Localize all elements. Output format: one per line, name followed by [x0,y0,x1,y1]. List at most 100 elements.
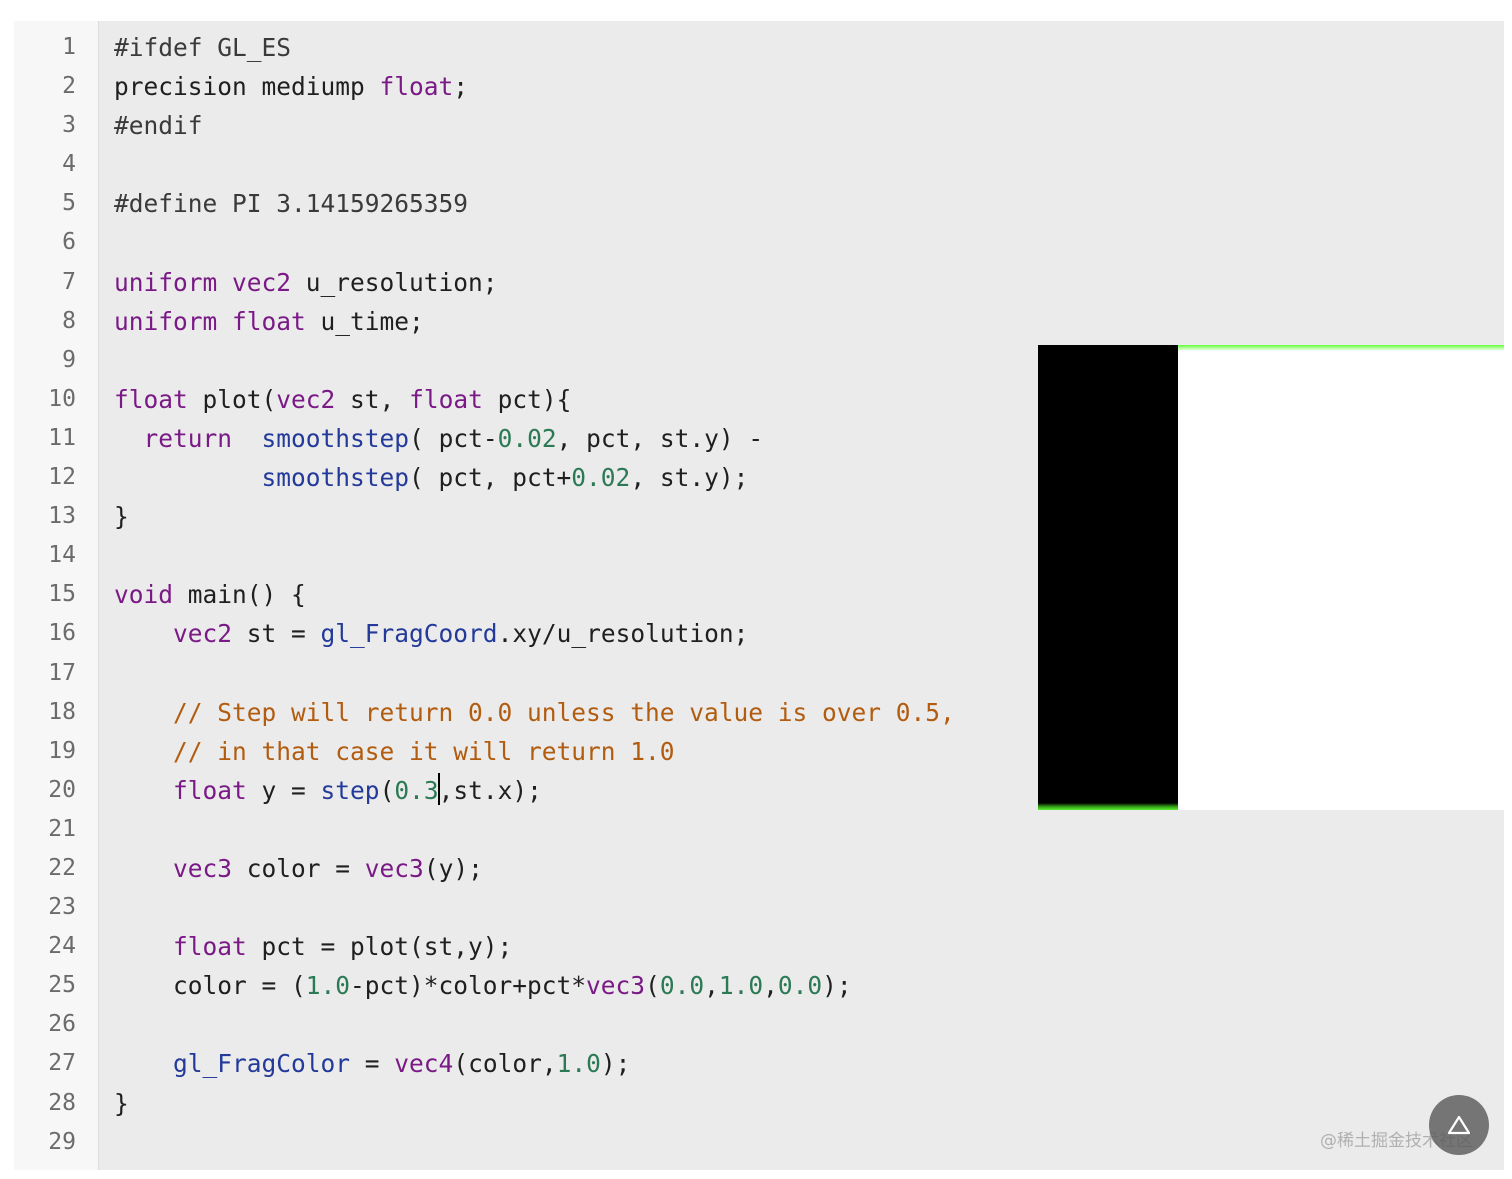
code-token: -pct)*color+pct* [350,971,587,1001]
code-line[interactable]: 29 [14,1123,1504,1162]
code-text[interactable]: return smoothstep( pct-0.02, pct, st.y) … [114,419,764,458]
code-token: ( pct- [409,423,498,453]
code-text[interactable]: void main() { [114,575,306,614]
line-number: 26 [48,1011,76,1038]
code-token: ( pct, pct+ [409,463,572,493]
code-token: vec2 [173,619,233,649]
code-lines[interactable]: 1#ifdef GL_ES 2 precision mediump float; 3 #… [14,28,1504,1162]
code-token: ,st.x); [438,775,542,805]
code-line[interactable]: 2 precision mediump float; [14,67,1504,106]
code-line[interactable]: 16 vec2 st = gl_FragCoord.xy/u_resolutio… [14,614,1504,653]
code-text[interactable]: color = (1.0-pct)*color+pct*vec3(0.0,1.0… [114,966,852,1005]
code-text[interactable]: // in that case it will return 1.0 [114,732,675,771]
step-black-region [1038,345,1178,810]
line-number: 19 [48,737,76,764]
code-token: gl_FragCoord [320,619,498,649]
code-token: return [143,423,233,453]
code-token: st, [335,384,410,414]
code-token: pct){ [482,384,572,414]
code-text[interactable]: vec3 color = vec3(y); [114,849,483,888]
code-text[interactable]: float y = step(0.3,st.x); [114,771,542,810]
code-line[interactable]: 3 #endif [14,106,1504,145]
code-token [217,307,232,336]
code-token: 0.02 [571,463,631,493]
line-number: 11 [48,424,76,451]
code-token: uniform [114,267,218,297]
code-text[interactable]: #endif [114,106,203,145]
code-token: , st.y); [630,463,749,493]
line-number: 10 [48,385,76,412]
code-line[interactable]: 23 [14,888,1504,927]
plot-line-bottom [1038,803,1178,810]
line-number: 13 [48,503,76,530]
code-token: } [114,1088,129,1118]
code-text[interactable]: vec2 st = gl_FragCoord.xy/u_resolution; [114,614,748,653]
line-number: 5 [62,190,76,217]
code-line[interactable]: 20 float y = step(0.3,st.x); [14,771,1504,810]
code-line[interactable]: 28} [14,1084,1504,1123]
code-line[interactable]: 27 gl_FragColor = vec4(color,1.0); [14,1044,1504,1083]
code-token: ( [379,775,395,805]
code-text[interactable]: } [114,1084,129,1123]
code-text[interactable]: // Step will return 0.0 unless the value… [114,693,955,732]
code-line[interactable]: 13} [14,497,1504,536]
code-line[interactable]: 4 [14,145,1504,184]
code-token: } [114,502,129,532]
code-token: , [704,971,719,1001]
code-token [114,737,173,766]
code-line[interactable]: 6 [14,223,1504,262]
code-token [114,463,262,492]
code-text[interactable]: float plot(vec2 st, float pct){ [114,380,571,419]
code-line[interactable]: 18 // Step will return 0.0 unless the va… [14,693,1504,732]
plot-line-top [1178,345,1504,351]
scroll-to-top-button[interactable] [1429,1095,1489,1155]
code-text[interactable]: gl_FragColor = vec4(color,1.0); [114,1044,630,1083]
code-line[interactable]: 25 color = (1.0-pct)*color+pct*vec3(0.0,… [14,966,1504,1005]
code-line[interactable]: 12 smoothstep( pct, pct+0.02, st.y); [14,458,1504,497]
code-token: 1.0 [556,1049,601,1079]
code-line[interactable]: 17 [14,654,1504,693]
code-token: smoothstep [261,423,410,453]
code-line[interactable]: 11 return smoothstep( pct-0.02, pct, st.… [14,419,1504,458]
code-line[interactable]: 14 [14,536,1504,575]
code-line[interactable]: 7 uniform vec2 u_resolution; [14,263,1504,302]
code-token: 0.0 [777,971,823,1001]
code-token: float [114,384,188,414]
code-token: vec3 [586,971,646,1001]
code-text[interactable]: #define PI 3.14159265359 [114,184,468,223]
code-line[interactable]: 1#ifdef GL_ES [14,28,1504,67]
line-number: 3 [62,112,76,139]
code-line[interactable]: 9 [14,341,1504,380]
code-token [114,1049,173,1078]
code-token: , [763,971,778,1001]
line-number: 22 [48,854,76,881]
code-line[interactable]: 10 float plot(vec2 st, float pct){ [14,380,1504,419]
code-token: vec3 [173,853,233,883]
code-line[interactable]: 26 [14,1005,1504,1044]
code-token [114,698,173,727]
code-text[interactable]: smoothstep( pct, pct+0.02, st.y); [114,458,749,497]
line-number: 7 [62,268,76,295]
line-number: 25 [48,972,76,999]
code-text[interactable]: float pct = plot(st,y); [114,927,512,966]
code-token: u_time; [305,306,424,336]
text-cursor [437,772,440,805]
code-text[interactable]: } [114,497,129,536]
code-text[interactable]: uniform vec2 u_resolution; [114,263,498,302]
line-number: 2 [62,73,76,100]
code-token: vec2 [276,384,336,414]
code-token: float [409,384,483,414]
code-text[interactable]: uniform float u_time; [114,302,424,341]
code-token: 0.3 [394,775,439,805]
code-text[interactable]: #ifdef GL_ES [114,28,291,67]
line-number: 12 [48,464,76,491]
code-text[interactable]: precision mediump float; [114,67,468,106]
code-line[interactable]: 5 #define PI 3.14159265359 [14,184,1504,223]
code-line[interactable]: 22 vec3 color = vec3(y); [14,849,1504,888]
code-line[interactable]: 19 // in that case it will return 1.0 [14,732,1504,771]
line-number: 24 [48,933,76,960]
code-line[interactable]: 21 [14,810,1504,849]
code-line[interactable]: 24 float pct = plot(st,y); [14,927,1504,966]
